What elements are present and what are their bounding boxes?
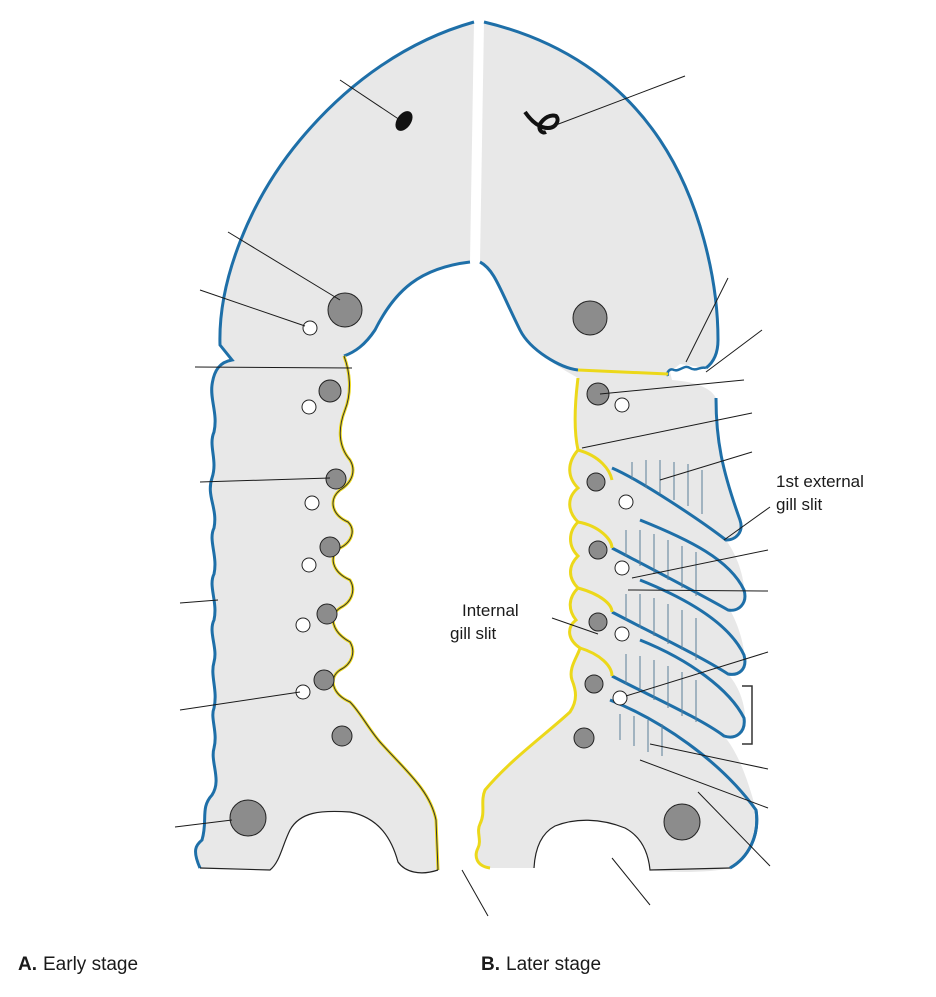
caption-later-stage: B. Later stage (481, 954, 601, 976)
caption-b-letter: B. (481, 954, 500, 975)
early-stage-half (194, 20, 475, 874)
right-dot-5 (588, 612, 608, 632)
early-stage-bottom-notch (199, 810, 439, 874)
gill-filament-hatching (619, 460, 703, 756)
left-open-5 (295, 617, 311, 633)
later-stage-ectoderm-tail (729, 809, 759, 870)
right-large-dot-1 (572, 300, 608, 336)
right-large-dot-8 (663, 803, 701, 841)
later-stage-head-inner-ectoderm (479, 260, 579, 372)
bracket (742, 685, 753, 745)
caption-early-stage: A. Early stage (18, 954, 138, 976)
gill-arch-1 (611, 397, 743, 542)
caption-a-letter: A. (18, 954, 37, 975)
label-internal-gill-slit-line1: Internal (462, 601, 519, 620)
right-open-5 (614, 626, 630, 642)
left-dot-2 (318, 379, 342, 403)
gill-arch-4 (611, 638, 746, 739)
gill-arch-3 (611, 578, 747, 676)
right-dot-7 (573, 727, 595, 749)
early-stage-ectoderm-outline (194, 20, 475, 869)
right-open-3 (618, 494, 634, 510)
caption-a-text: Early stage (43, 954, 139, 975)
nasal-pit-right (523, 110, 560, 135)
pointer-lines (174, 75, 771, 917)
left-dot-6 (313, 669, 335, 691)
first-external-gill-groove (666, 365, 707, 377)
right-dot-4 (588, 540, 608, 560)
right-dot-6 (584, 674, 604, 694)
left-large-dot-8 (229, 799, 267, 837)
later-stage-ectoderm-outline (483, 20, 720, 370)
label-first-external-gill-slit-line2: gill slit (776, 495, 823, 514)
later-stage-bottom-notch (533, 819, 731, 871)
right-dot-3 (586, 472, 606, 492)
left-dot-5 (316, 603, 338, 625)
nasal-pit-left (395, 111, 413, 131)
caption-b-text: Later stage (506, 954, 602, 975)
later-stage-body (476, 22, 757, 872)
left-dot-7 (331, 725, 353, 747)
left-open-2 (301, 399, 317, 415)
right-open-4 (614, 560, 630, 576)
left-small-open-1 (302, 320, 318, 336)
pharyngeal-pouches (577, 448, 614, 677)
gill-arch-2 (611, 518, 747, 612)
label-first-external-gill-slit-line1: 1st external (776, 472, 864, 491)
right-open-2 (614, 397, 630, 413)
early-stage-endoderm-dark (332, 355, 439, 871)
left-open-3 (304, 495, 320, 511)
label-internal-gill-slit-line2: gill slit (450, 624, 497, 643)
later-stage-endoderm-outline (474, 368, 669, 870)
left-open-6 (295, 684, 311, 700)
left-dot-4 (319, 536, 341, 558)
right-open-6 (612, 690, 628, 706)
left-dot-3 (325, 468, 347, 490)
early-stage-body (195, 22, 474, 873)
left-large-dot-1 (327, 292, 363, 328)
right-dot-2 (586, 382, 610, 406)
left-open-4 (301, 557, 317, 573)
early-stage-head-inner-ectoderm (343, 260, 471, 358)
later-stage-half (474, 20, 759, 872)
